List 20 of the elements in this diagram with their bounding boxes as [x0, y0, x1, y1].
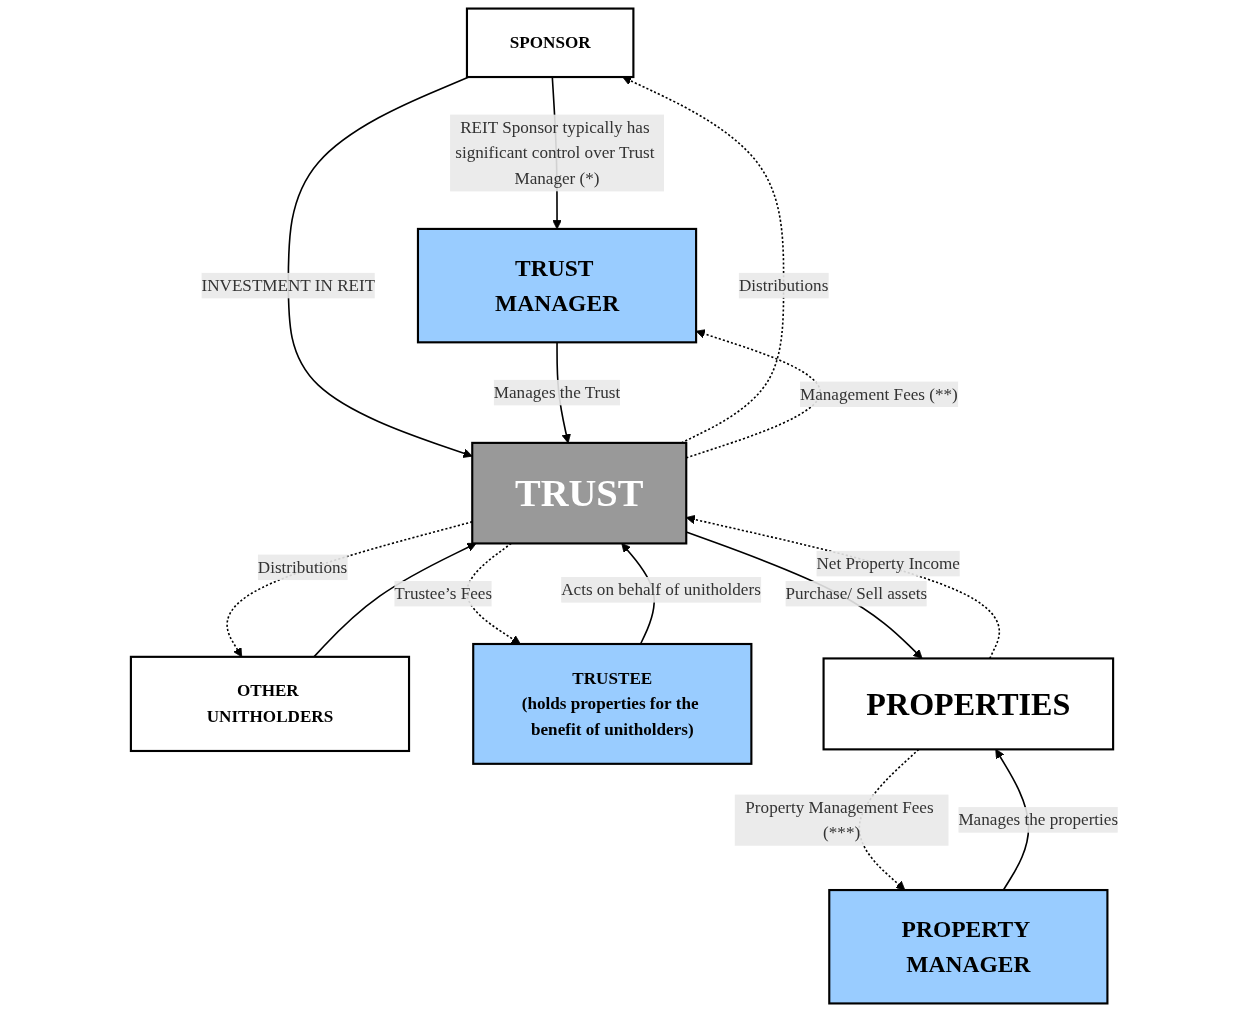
node-box: PROPERTY MANAGER — [828, 888, 1109, 1005]
edge-label: Manages the Trust — [493, 382, 621, 402]
edge-label: Acts on behalf of unitholders — [561, 580, 761, 599]
node-box: TRUST — [471, 441, 688, 545]
node-box: OTHER UNITHOLDERS — [129, 655, 411, 753]
edge-label: Distributions — [257, 557, 348, 576]
edge-label: REIT Sponsor typically has significant control over Trust Manager (*) — [455, 117, 655, 188]
edge-label: Distributions — [738, 276, 829, 295]
node-box: PROPERTIES — [822, 657, 1115, 751]
node-box: TRUSTEE (holds properties for the benefit of unitholders) — [472, 642, 753, 765]
edge-label: Management Fees (**) — [799, 384, 958, 403]
node-box: SPONSOR — [465, 7, 635, 79]
node-box: TRUST MANAGER — [416, 227, 698, 344]
edge-label: Property Management Fees (***) — [745, 797, 934, 842]
edge-label: Net Property Income — [816, 553, 960, 573]
edge-label: Trustee’s Fees — [394, 584, 493, 603]
edge-label: Purchase/ Sell assets — [785, 584, 928, 603]
edge-label: Manages the properties — [958, 810, 1119, 829]
arrow — [287, 76, 473, 458]
edge-label: INVESTMENT IN REIT — [201, 276, 376, 295]
